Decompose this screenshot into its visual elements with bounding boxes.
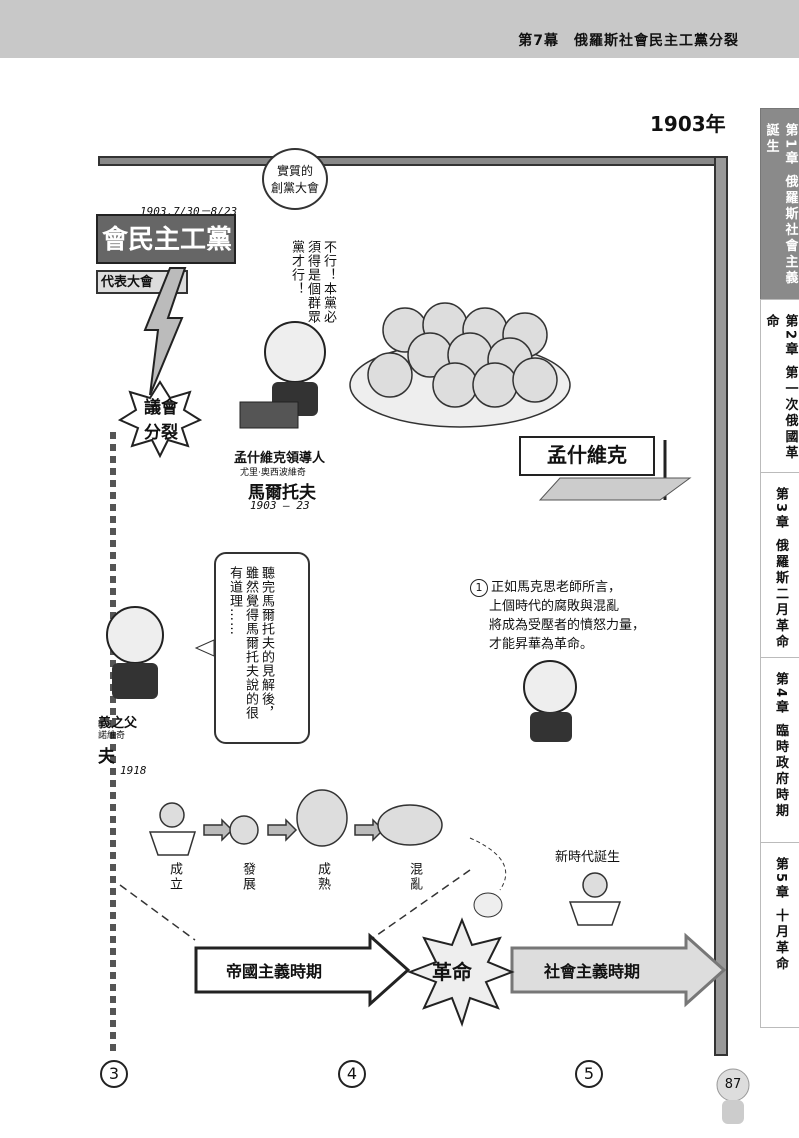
stage-birds-icon [148,789,443,856]
header-bar [0,0,799,58]
plekhanov-role: 義之父 [98,716,138,731]
stage-maturity: 成熟 [315,862,330,892]
socialism-arrow-icon [510,932,727,1008]
page-number: 87 [724,1077,742,1092]
chapter-tab-3[interactable]: 第3章 俄羅斯二月革命 [760,472,799,658]
martov-name: 馬爾托夫 [248,483,316,503]
new-chick-icon [568,901,622,926]
founding-congress-bubble: 實質的 創黨大會 [262,148,328,210]
congress-banner: 會民主工黨 [96,214,236,264]
plekhanov-body-icon [112,663,158,699]
imperialism-arrow-icon [194,932,411,1008]
party-split-badge: 議會 分裂 [144,398,178,443]
plekhanov-name: 夫 [98,747,115,767]
page-header-title: 第7幕 俄羅斯社會民主工黨分裂 [518,33,739,49]
quote-number: 1 [470,579,488,597]
stage-chaos: 混亂 [407,862,422,892]
lightning-bolt-icon [143,267,187,396]
year-label: 1903年 [650,112,726,136]
plekhanov-head-icon [106,606,164,664]
socialism-label: 社會主義時期 [544,962,641,981]
chapter-tab-2[interactable]: 第2章 第一次俄國革命 [760,299,799,473]
frame-left-dash [110,432,116,1052]
imperialism-label: 帝國主義時期 [226,962,323,981]
sign-shadow-icon [538,477,692,501]
chapter-tab-5[interactable]: 第5章 十月革命 [760,842,799,1028]
martov-fullname: 尤里·奧西波維奇 [240,468,306,478]
plekhanov-quote: 聽完馬爾托夫的見解後，雖然覺得馬爾托夫說的很有道理…… [227,566,274,720]
split-star-icon [117,380,203,459]
stage-founding: 成立 [167,862,182,892]
plekhanov-quote-box: 聽完馬爾托夫的見解後，雖然覺得馬爾托夫說的很有道理…… [214,552,310,744]
plekhanov-years: 1918 [120,764,147,777]
revolution-label: 革命 [432,960,472,984]
martov-years: 1903 – 23 [250,499,310,512]
crowd-icon [349,302,571,428]
angry-figure-head-icon [523,660,577,714]
marker-5: 5 [575,1060,603,1088]
stage-development: 發展 [240,862,255,892]
angry-figure-body-icon [530,712,572,742]
marker-3: 3 [100,1060,128,1088]
martov-quote: 不行！本黨必須得是個群眾黨才行！ [289,240,336,324]
egg-icon [473,892,503,918]
plekhanov-fullname: 諾維奇 [98,731,126,741]
podium-icon [239,401,299,429]
new-era-label: 新時代誕生 [555,850,621,865]
marker-4: 4 [338,1060,366,1088]
menshevik-sign: 孟什維克 [519,436,655,476]
martov-role: 孟什維克領導人 [234,451,326,466]
chapter-tab-4[interactable]: 第4章 臨時政府時期 [760,657,799,843]
revolution-burst-icon [407,917,515,1028]
frame-right-bar [714,156,728,1056]
